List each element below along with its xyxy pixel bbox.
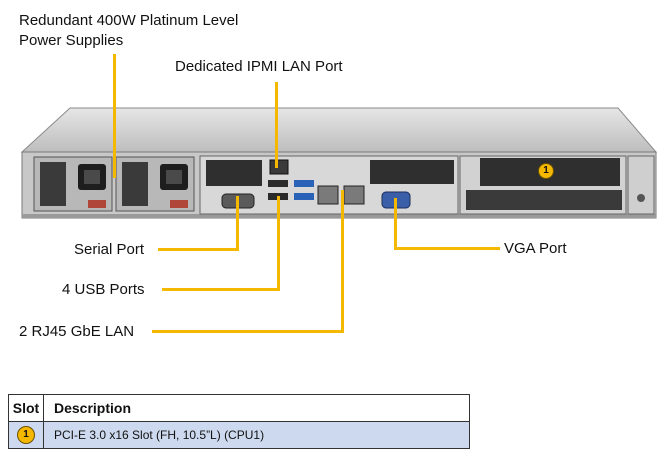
power-supplies-label-line1: Redundant 400W Platinum Level xyxy=(19,12,239,29)
slot-1-marker: 1 xyxy=(538,163,554,179)
table-cell-slot: 1 xyxy=(8,421,44,449)
callout-line-psu xyxy=(113,54,116,178)
callout-line-ipmi xyxy=(275,82,278,168)
vga-port-label: VGA Port xyxy=(504,240,567,257)
callout-line-lan-v xyxy=(341,190,344,332)
table-cell-description: PCI-E 3.0 x16 Slot (FH, 10.5”L) (CPU1) xyxy=(43,421,470,449)
usb-connector-4 xyxy=(294,193,314,200)
pcie-expansion-area xyxy=(459,155,655,215)
callout-line-serial-v xyxy=(236,196,239,250)
usb-ports-label: 4 USB Ports xyxy=(62,281,145,298)
slot-column-header: Slot xyxy=(8,394,44,422)
callout-line-vga-h xyxy=(394,247,500,250)
table-header-row: Slot Description xyxy=(8,394,470,422)
table-row: 1 PCI-E 3.0 x16 Slot (FH, 10.5”L) (CPU1) xyxy=(8,421,470,449)
ipmi-lan-connector xyxy=(269,159,289,175)
chassis-lid xyxy=(20,107,658,153)
rj45-lan-label: 2 RJ45 GbE LAN xyxy=(19,323,135,340)
power-supply-1 xyxy=(33,156,113,212)
callout-line-usb-h xyxy=(162,288,280,291)
slot-description-table: Slot Description 1 PCI-E 3.0 x16 Slot (F… xyxy=(8,394,470,449)
rj45-connector-1 xyxy=(317,185,339,205)
serial-port-label: Serial Port xyxy=(74,241,145,258)
description-column-header: Description xyxy=(43,394,470,422)
usb-connector-3 xyxy=(294,180,314,187)
usb-connector-1 xyxy=(268,180,288,187)
io-shield xyxy=(199,155,459,215)
power-supply-2 xyxy=(115,156,195,212)
power-supplies-label-line2: Power Supplies xyxy=(19,32,124,49)
callout-line-vga-v xyxy=(394,198,397,250)
slot-number-badge: 1 xyxy=(17,426,35,444)
callout-line-lan-h xyxy=(152,330,344,333)
callout-line-usb-v xyxy=(277,196,280,290)
rj45-connector-2 xyxy=(343,185,365,205)
callout-line-serial-h xyxy=(158,248,239,251)
ipmi-lan-label: Dedicated IPMI LAN Port xyxy=(175,58,343,75)
